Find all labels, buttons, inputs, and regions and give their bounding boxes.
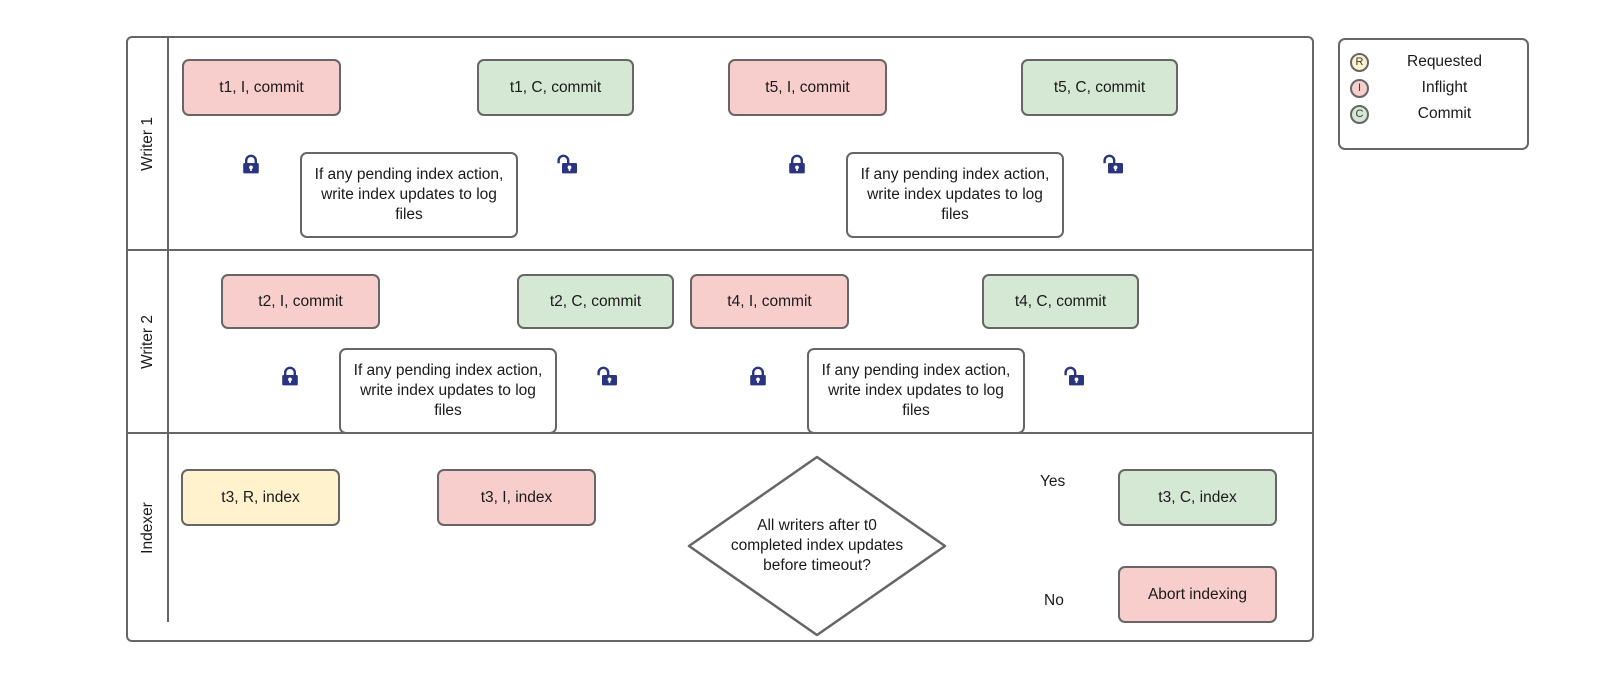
swimlane-label-writer-1: Writer 1 — [128, 38, 169, 249]
legend-label-commit: Commit — [1417, 105, 1472, 122]
lock-closed-icon — [786, 154, 808, 176]
node-w1-process-b[interactable]: If any pending index action, write index… — [846, 152, 1064, 238]
legend-chip-commit: C — [1350, 104, 1369, 124]
lock-closed-icon — [240, 154, 262, 176]
legend-chip-inflight: I — [1350, 78, 1369, 98]
swimlane-label-text: Writer 1 — [138, 116, 156, 171]
swimlane-writer-1: Writer 1 — [128, 38, 1312, 251]
node-indexer-t3-requested[interactable]: t3, R, index — [181, 469, 340, 526]
node-w1-t5-commit[interactable]: t5, C, commit — [1021, 59, 1178, 116]
node-indexer-abort[interactable]: Abort indexing — [1118, 566, 1277, 623]
node-w2-process-a[interactable]: If any pending index action, write index… — [339, 348, 557, 434]
edge-label-yes: Yes — [1040, 473, 1066, 490]
node-w1-t1-commit[interactable]: t1, C, commit — [477, 59, 634, 116]
node-indexer-decision[interactable]: All writers after t0 completed index upd… — [686, 454, 948, 638]
lock-open-icon — [556, 154, 578, 176]
legend-item-inflight: I Inflight — [1350, 75, 1513, 101]
lock-open-icon — [1102, 154, 1124, 176]
legend-chip-requested: R — [1350, 52, 1369, 72]
node-indexer-t3-commit[interactable]: t3, C, index — [1118, 469, 1277, 526]
lock-open-icon — [596, 366, 618, 388]
lock-open-icon — [1063, 366, 1085, 388]
node-w2-t4-commit[interactable]: t4, C, commit — [982, 274, 1139, 329]
node-w1-t5-inflight[interactable]: t5, I, commit — [728, 59, 887, 116]
node-w1-process-a[interactable]: If any pending index action, write index… — [300, 152, 518, 238]
node-w2-t4-inflight[interactable]: t4, I, commit — [690, 274, 849, 329]
edge-label-no: No — [1044, 592, 1064, 609]
legend-label-requested: Requested — [1407, 53, 1482, 70]
node-indexer-t3-inflight[interactable]: t3, I, index — [437, 469, 596, 526]
swimlane-writer-2: Writer 2 — [128, 251, 1312, 434]
node-w2-t2-commit[interactable]: t2, C, commit — [517, 274, 674, 329]
swimlane-label-text: Writer 2 — [138, 314, 156, 369]
node-w2-t2-inflight[interactable]: t2, I, commit — [221, 274, 380, 329]
node-w1-t1-inflight[interactable]: t1, I, commit — [182, 59, 341, 116]
legend-item-commit: C Commit — [1350, 101, 1513, 127]
legend: R Requested I Inflight C Commit — [1338, 38, 1529, 150]
legend-label-inflight: Inflight — [1421, 79, 1468, 96]
legend-item-requested: R Requested — [1350, 49, 1513, 75]
swimlane-label-text: Indexer — [138, 502, 156, 554]
swimlane-indexer: Indexer — [128, 434, 1312, 622]
swimlane-label-writer-2: Writer 2 — [128, 251, 169, 432]
swimlane-label-indexer: Indexer — [128, 434, 169, 622]
node-w2-process-b[interactable]: If any pending index action, write index… — [807, 348, 1025, 434]
lock-closed-icon — [279, 366, 301, 388]
lock-closed-icon — [747, 366, 769, 388]
